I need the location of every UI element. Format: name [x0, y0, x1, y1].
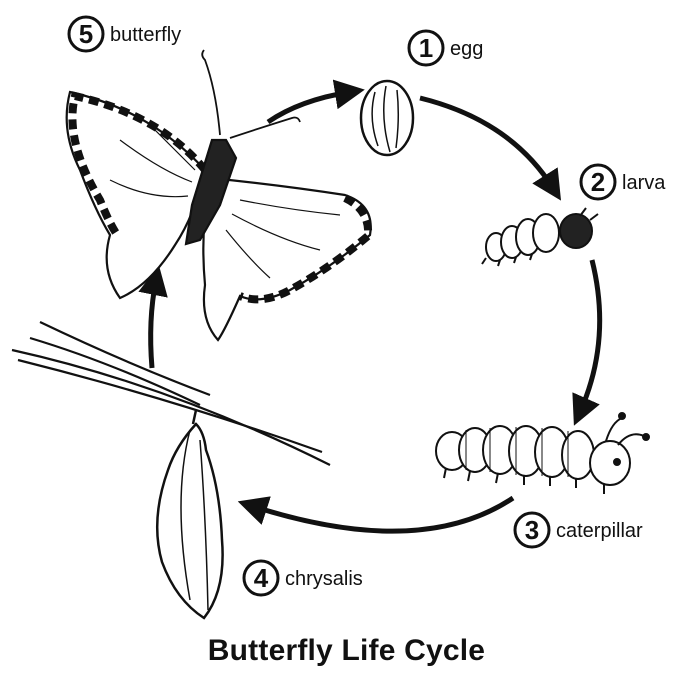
stage-label-5: 5 butterfly	[69, 17, 181, 51]
chrysalis-icon	[157, 410, 222, 618]
stage-number-3: 3	[525, 515, 539, 545]
arrow-caterpillar-to-chrysalis	[252, 498, 513, 531]
arrow-larva-to-caterpillar	[580, 260, 600, 412]
stage-label-3: 3 caterpillar	[515, 513, 643, 547]
stage-label-larva: larva	[622, 172, 666, 194]
stage-label-chrysalis: chrysalis	[285, 568, 363, 590]
stage-label-butterfly: butterfly	[110, 24, 181, 46]
arrow-chrysalis-to-butterfly	[151, 280, 156, 368]
stage-label-1: 1 egg	[409, 31, 483, 65]
stage-label-2: 2 larva	[581, 165, 666, 199]
arrow-butterfly-to-egg	[268, 92, 350, 122]
larva-icon	[482, 208, 598, 266]
egg-icon	[361, 81, 413, 155]
stage-label-egg: egg	[450, 38, 483, 60]
butterfly-icon	[67, 50, 371, 340]
stage-number-4: 4	[254, 563, 269, 593]
arrow-egg-to-larva	[420, 98, 553, 188]
stage-number-1: 1	[419, 33, 433, 63]
diagram-title: Butterfly Life Cycle	[0, 634, 693, 668]
stage-label-4: 4 chrysalis	[244, 561, 363, 595]
stage-number-5: 5	[79, 19, 93, 49]
branch-icon	[12, 322, 330, 465]
caterpillar-icon	[436, 413, 649, 494]
stage-number-2: 2	[591, 167, 605, 197]
stage-label-caterpillar: caterpillar	[556, 520, 643, 542]
